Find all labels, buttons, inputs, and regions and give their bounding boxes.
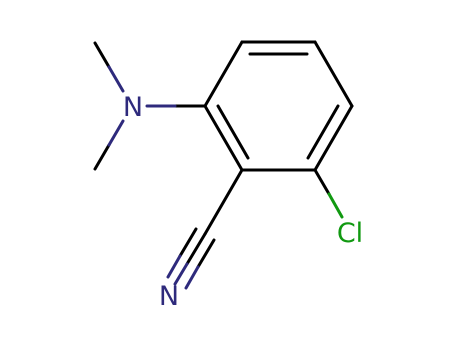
bond-nitrile-left-b: [166, 254, 182, 279]
bond-nitrile-left-a: [178, 227, 198, 258]
bond-nitrile-right-a: [196, 238, 216, 269]
atom-label-nitrile-n: N: [159, 281, 179, 312]
bond-nitrile-right-b: [184, 265, 200, 290]
atom-label-cl: Cl: [337, 218, 363, 249]
bond-ring-c6-c1: [203, 104, 244, 172]
bond-n-methyl-upper-b: [107, 65, 125, 93]
bond-ring-c3-c4: [313, 40, 354, 108]
bond-ring-c4-c5: [313, 104, 354, 172]
bond-c5-cl-b: [327, 192, 344, 219]
bond-c5-cl-a: [313, 168, 331, 196]
bond-ring-inner-3: [216, 104, 250, 160]
bond-n-methyl-lower-b: [107, 119, 125, 147]
atom-label-amine-n: N: [123, 92, 143, 123]
bond-ring-c1-c2: [203, 40, 244, 108]
bond-n-methyl-upper-a: [93, 41, 111, 69]
bond-n-methyl-lower-a: [93, 143, 111, 171]
bond-nitrile-mid-b: [173, 262, 189, 286]
bond-nitrile-mid-a: [185, 232, 207, 266]
bond-c6-cn: [203, 168, 244, 236]
bond-ring-inner-2: [306, 104, 340, 160]
